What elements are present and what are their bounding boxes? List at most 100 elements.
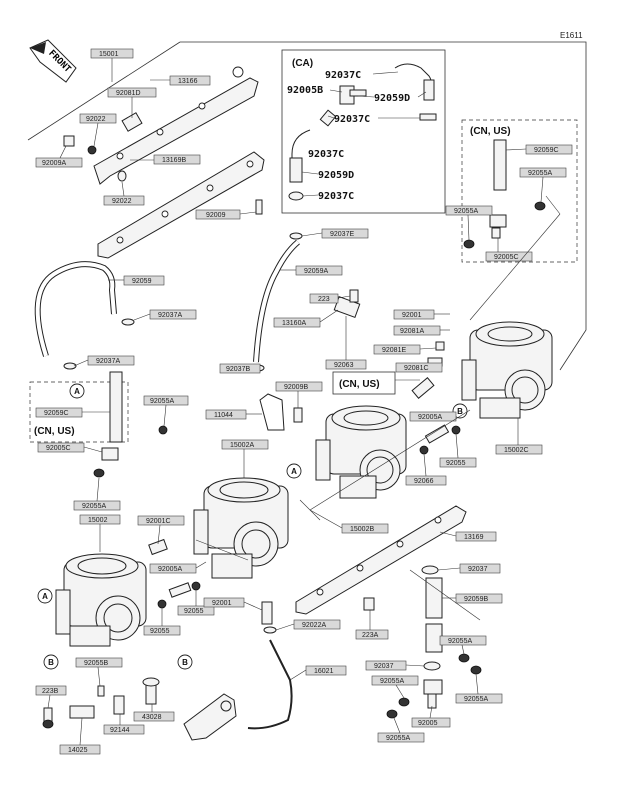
svg-text:92055A: 92055A: [528, 170, 552, 177]
label-ca-92059d-1: 92059D: [357, 91, 427, 104]
label-92022-b: 92022: [103, 181, 145, 206]
region-cn-us-title-upper: (CN, US): [470, 126, 511, 137]
ref-b-2: B: [43, 654, 59, 670]
svg-text:92005A: 92005A: [418, 414, 442, 421]
label-ca-92037c-3: 92037C: [308, 149, 344, 160]
svg-text:92001: 92001: [212, 600, 232, 607]
svg-text:92022: 92022: [86, 116, 106, 123]
svg-text:15002B: 15002B: [350, 526, 374, 533]
label-15002a: 15002A: [221, 439, 269, 478]
svg-text:223B: 223B: [42, 688, 59, 695]
region-ca-box: [281, 49, 446, 214]
label-92055b: 92055B: [75, 657, 123, 687]
svg-text:92037C: 92037C: [318, 191, 354, 202]
label-92055-1: 92055: [439, 433, 477, 468]
label-92055a-upper: 92055A: [445, 205, 493, 241]
label-ca-92037c-4: 92037C: [302, 191, 354, 202]
region-cn-us-title-left: (CN, US): [34, 426, 75, 437]
svg-text:92055A: 92055A: [82, 503, 106, 510]
svg-text:A: A: [74, 387, 80, 396]
label-11044: 11044: [205, 409, 262, 420]
svg-text:13169: 13169: [464, 534, 484, 541]
label-16021: 16021: [289, 665, 347, 681]
svg-text:92009: 92009: [206, 212, 226, 219]
label-92055a-4: 92055A: [371, 675, 419, 699]
label-92059: 92059: [108, 275, 165, 286]
svg-text:223A: 223A: [362, 632, 379, 639]
svg-text:92059A: 92059A: [304, 268, 328, 275]
svg-text:92059D: 92059D: [374, 93, 410, 104]
label-92055-3: 92055: [143, 608, 181, 636]
svg-text:92055: 92055: [150, 628, 170, 635]
label-92059c-2: 92059C: [35, 407, 110, 418]
svg-text:15002: 15002: [88, 517, 108, 524]
carburetor-15002: [55, 553, 147, 647]
ref-b-3: B: [177, 654, 193, 670]
label-92005a-2: 92005A: [149, 561, 207, 574]
svg-text:92081E: 92081E: [382, 347, 406, 354]
svg-text:92144: 92144: [110, 727, 130, 734]
carburetor-15002b: [315, 405, 407, 499]
fuel-rail-13169: [295, 505, 467, 615]
svg-text:92081C: 92081C: [404, 365, 429, 372]
svg-text:15002A: 15002A: [230, 442, 254, 449]
svg-text:92005A: 92005A: [158, 566, 182, 573]
svg-text:92066: 92066: [414, 478, 434, 485]
svg-text:B: B: [182, 658, 188, 667]
svg-text:92005B: 92005B: [287, 85, 323, 96]
label-15001: 15001: [90, 48, 134, 82]
svg-text:92037A: 92037A: [158, 312, 182, 319]
label-92066: 92066: [405, 453, 447, 486]
svg-text:92055A: 92055A: [454, 208, 478, 215]
region-cn-us-box-upper: [461, 119, 578, 263]
label-223: 223: [309, 293, 351, 304]
svg-text:43028: 43028: [142, 714, 162, 721]
svg-text:92037B: 92037B: [226, 366, 250, 373]
svg-text:B: B: [457, 407, 463, 416]
label-223b: 223B: [35, 685, 67, 709]
svg-text:13166: 13166: [178, 78, 198, 85]
svg-text:92055A: 92055A: [380, 678, 404, 685]
svg-text:16021: 16021: [314, 668, 334, 675]
label-13169: 13169: [439, 531, 497, 542]
label-92037b: 92037B: [219, 363, 261, 374]
carburetor-15002a: [193, 477, 289, 579]
label-13169b: 13169B: [130, 154, 201, 165]
svg-text:92055B: 92055B: [84, 660, 108, 667]
label-92063: 92063: [325, 316, 367, 370]
label-92081a: 92081A: [393, 325, 450, 336]
label-92037a-1: 92037A: [133, 309, 197, 321]
svg-text:92055: 92055: [184, 608, 204, 615]
svg-text:92063: 92063: [334, 362, 354, 369]
svg-text:92001C: 92001C: [146, 518, 171, 525]
label-92005: 92005: [411, 705, 451, 728]
svg-text:92059B: 92059B: [464, 596, 488, 603]
svg-text:92081D: 92081D: [116, 90, 141, 97]
label-92055a-7: 92055A: [73, 477, 121, 511]
ref-a-2: A: [286, 463, 302, 479]
label-92001: 92001: [393, 309, 450, 320]
svg-text:92037: 92037: [468, 566, 488, 573]
svg-text:92055A: 92055A: [464, 696, 488, 703]
label-92037e: 92037E: [301, 228, 369, 239]
label-223a: 223A: [355, 610, 389, 640]
label-92144: 92144: [103, 714, 145, 735]
svg-text:92037A: 92037A: [96, 358, 120, 365]
svg-text:92059D: 92059D: [318, 170, 354, 181]
svg-text:92005C: 92005C: [46, 445, 71, 452]
label-92055a-2: 92055A: [143, 395, 189, 427]
label-92059b: 92059B: [442, 593, 503, 604]
label-92022a: 92022A: [275, 619, 341, 631]
label-92055-2: 92055: [177, 590, 215, 616]
svg-text:92055A: 92055A: [150, 398, 174, 405]
label-92055a-1: 92055A: [519, 167, 567, 203]
svg-text:92055A: 92055A: [448, 638, 472, 645]
label-92001-b: 92001: [203, 597, 263, 611]
svg-text:92059C: 92059C: [534, 147, 559, 154]
label-92005c-2: 92005C: [37, 442, 103, 453]
label-92005c-1: 92005C: [485, 238, 533, 262]
label-92059c-1: 92059C: [505, 144, 573, 155]
label-15002c: 15002C: [495, 418, 543, 455]
label-92022: 92022: [79, 113, 117, 147]
label-ca-92037c-1: 92037C: [325, 70, 399, 81]
